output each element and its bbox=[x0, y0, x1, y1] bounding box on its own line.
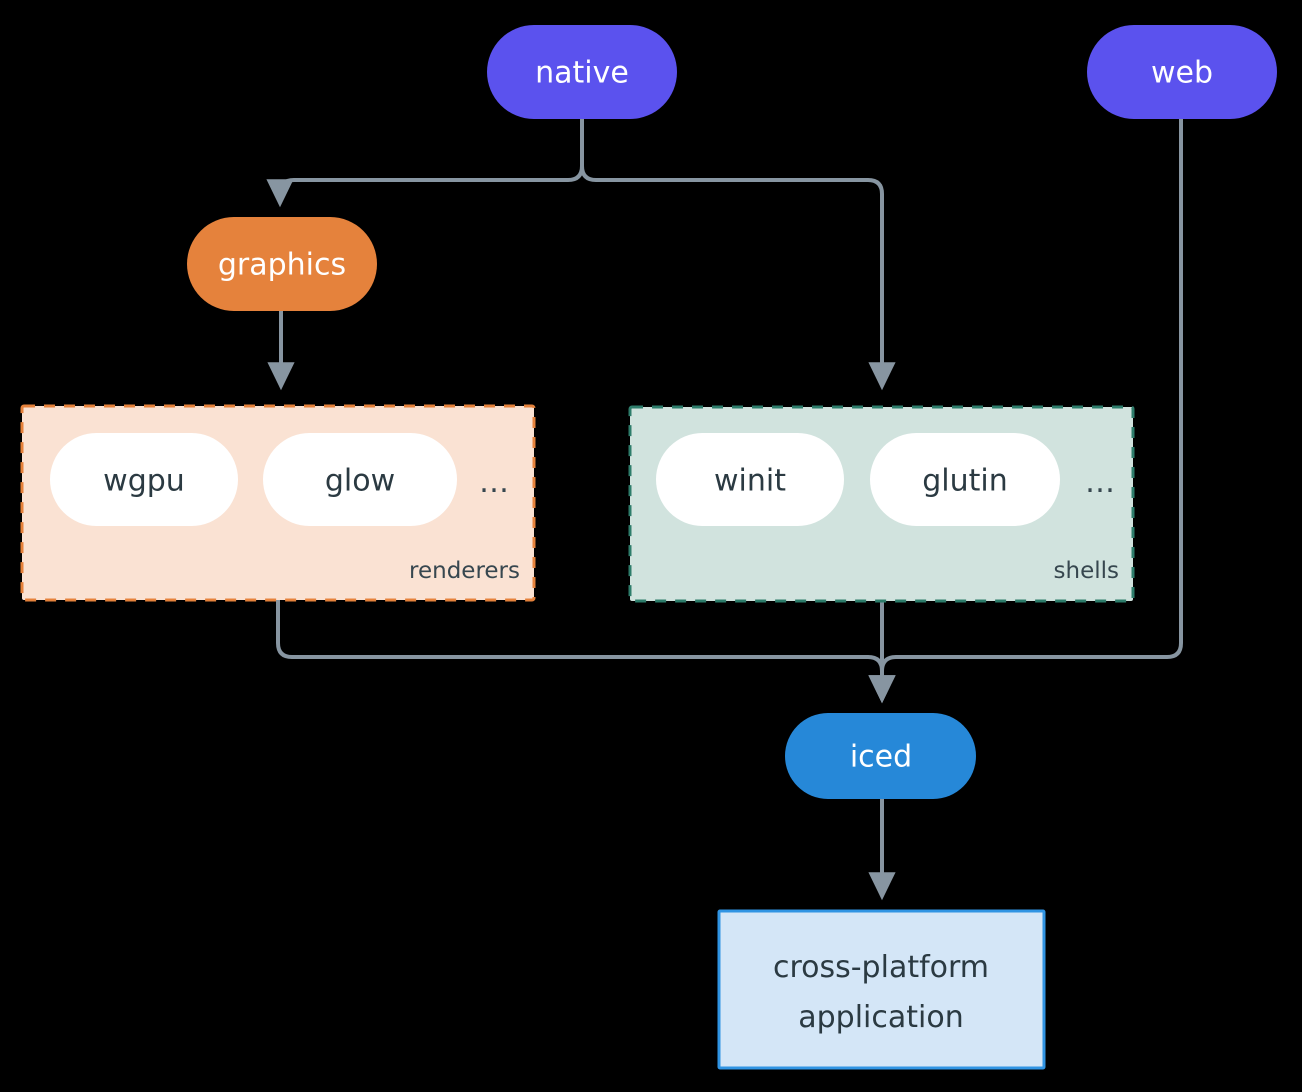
pill-wgpu[interactable] bbox=[50, 433, 238, 526]
edge-native-to-shells bbox=[580, 117, 896, 391]
node-graphics[interactable]: graphics bbox=[187, 217, 377, 311]
pill-winit[interactable] bbox=[656, 433, 844, 526]
node-iced-label: iced bbox=[850, 740, 912, 775]
node-native-shape[interactable] bbox=[487, 25, 677, 119]
group-shells: winit glutin … shells bbox=[628, 405, 1135, 603]
shells-ellipsis: … bbox=[1085, 465, 1115, 500]
node-graphics-shape[interactable] bbox=[187, 217, 377, 311]
node-native-label: native bbox=[535, 56, 629, 91]
pill-glow[interactable] bbox=[263, 433, 457, 526]
node-native[interactable]: native bbox=[487, 25, 677, 119]
node-web-shape[interactable] bbox=[1087, 25, 1277, 119]
node-web[interactable]: web bbox=[1087, 25, 1277, 119]
node-graphics-label: graphics bbox=[218, 248, 346, 283]
pill-wgpu-label: wgpu bbox=[103, 464, 185, 499]
pill-winit-label: winit bbox=[714, 464, 786, 499]
pill-glutin[interactable] bbox=[870, 433, 1060, 526]
pill-glow-label: glow bbox=[325, 464, 395, 499]
node-iced-shape[interactable] bbox=[785, 713, 976, 799]
group-renderers-label: renderers bbox=[409, 558, 520, 584]
node-application-label-line1: cross-platform bbox=[773, 950, 989, 985]
edge-web-to-iced bbox=[868, 117, 1183, 704]
group-shells-label: shells bbox=[1054, 558, 1119, 584]
renderers-ellipsis: … bbox=[479, 465, 509, 500]
node-application[interactable]: cross-platform application bbox=[717, 909, 1046, 1070]
node-application-shape[interactable] bbox=[717, 909, 1046, 1070]
node-iced[interactable]: iced bbox=[785, 713, 976, 799]
node-web-label: web bbox=[1151, 56, 1213, 91]
group-renderers: wgpu glow … renderers bbox=[20, 404, 536, 602]
node-application-label-line2: application bbox=[798, 1000, 963, 1035]
pill-glutin-label: glutin bbox=[922, 464, 1008, 499]
